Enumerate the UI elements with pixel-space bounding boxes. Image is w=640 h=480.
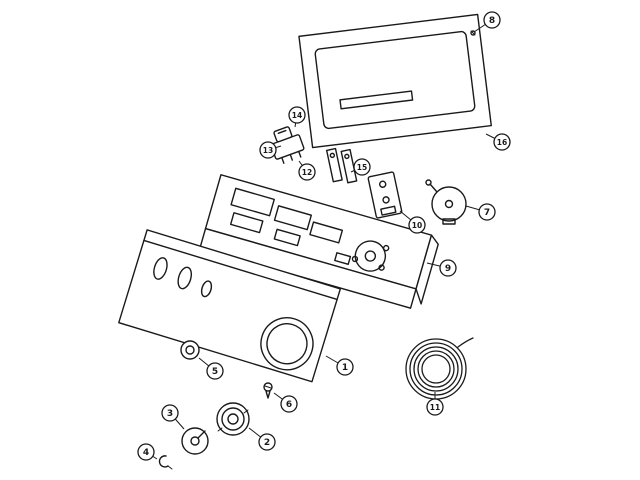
wire-harness-drawing xyxy=(405,337,474,400)
callout-circle-12 xyxy=(298,163,316,181)
switch-plate-drawing xyxy=(367,171,403,219)
callout-3: 3 xyxy=(161,404,185,430)
callout-15: 15 xyxy=(350,158,371,176)
callout-11: 11 xyxy=(426,392,444,416)
callout-number-15: 15 xyxy=(357,163,367,172)
callout-14: 14 xyxy=(288,106,306,128)
callout-circle-14 xyxy=(288,106,306,124)
callout-number-16: 16 xyxy=(497,138,507,147)
callout-number-6: 6 xyxy=(286,400,292,410)
callout-number-4: 4 xyxy=(143,448,149,458)
callout-circle-15 xyxy=(353,158,371,176)
front-panel-drawing xyxy=(118,229,342,383)
callout-number-13: 13 xyxy=(263,146,273,155)
panel-screw-drawing xyxy=(470,30,476,36)
callout-circle-13 xyxy=(259,141,277,159)
callout-circle-9 xyxy=(439,259,457,277)
push-switch-drawing xyxy=(270,126,305,164)
callout-circle-4 xyxy=(137,443,155,461)
callout-16: 16 xyxy=(485,133,511,151)
callout-number-12: 12 xyxy=(302,168,312,177)
callout-number-2: 2 xyxy=(264,438,270,448)
callout-circle-3 xyxy=(161,404,179,422)
rear-panel-drawing xyxy=(298,13,492,149)
callout-circle-7 xyxy=(478,203,496,221)
callout-13: 13 xyxy=(259,141,282,159)
callout-8: 8 xyxy=(473,11,501,33)
callout-circle-11 xyxy=(426,398,444,416)
callout-6: 6 xyxy=(273,392,298,413)
callout-number-9: 9 xyxy=(445,264,451,274)
timer-drawing xyxy=(216,402,250,436)
callout-number-7: 7 xyxy=(484,208,490,218)
console-drawing xyxy=(199,174,439,309)
callout-circle-5 xyxy=(206,362,224,380)
screw-drawing xyxy=(263,382,273,399)
rotary-control-drawing xyxy=(425,179,467,225)
small-knob-drawing xyxy=(180,340,200,360)
dial-drawing xyxy=(181,427,209,455)
callout-circle-2 xyxy=(258,433,276,451)
callout-circle-6 xyxy=(280,395,298,413)
callout-circle-8 xyxy=(483,11,501,29)
callout-number-11: 11 xyxy=(430,403,440,412)
callout-2: 2 xyxy=(248,427,276,451)
callout-5: 5 xyxy=(198,357,224,380)
callout-number-1: 1 xyxy=(342,363,348,373)
callout-number-3: 3 xyxy=(167,409,173,419)
callout-number-8: 8 xyxy=(489,16,495,26)
callout-10: 10 xyxy=(399,210,426,234)
callout-12: 12 xyxy=(298,160,316,181)
bracket-drawing xyxy=(325,147,358,184)
callout-1: 1 xyxy=(325,355,354,376)
callout-4: 4 xyxy=(137,443,158,461)
callout-circle-1 xyxy=(336,358,354,376)
callout-9: 9 xyxy=(426,259,457,277)
callout-7: 7 xyxy=(465,203,496,221)
callout-circle-10 xyxy=(408,216,426,234)
callout-number-5: 5 xyxy=(212,367,218,377)
callout-number-10: 10 xyxy=(412,221,422,230)
callout-circle-16 xyxy=(493,133,511,151)
clip-drawing xyxy=(158,455,173,470)
callout-number-14: 14 xyxy=(292,111,302,120)
